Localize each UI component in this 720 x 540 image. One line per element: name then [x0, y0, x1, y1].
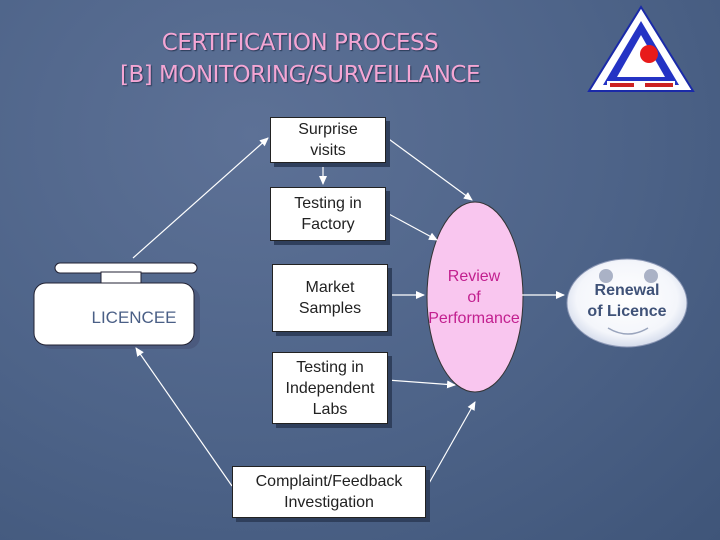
arrow-factory-to-review: [386, 212, 438, 241]
testing-labs-line2: Independent: [285, 379, 375, 397]
testing-factory-line1: Testing in: [294, 195, 362, 212]
slide-title-line2: [B] MONITORING/SURVEILLANCE: [119, 62, 481, 88]
review-line1: Review: [447, 267, 501, 285]
surprise-visits-line2: visits: [310, 142, 346, 159]
licencee-shape: [33, 262, 200, 349]
review-ellipse: [426, 201, 524, 393]
testing-factory-line2: Factory: [301, 216, 355, 233]
renewal-line2: of Licence: [587, 303, 667, 320]
arrow-complaint-to-review: [427, 401, 476, 486]
market-samples-line1: Market: [305, 279, 355, 296]
arrow-surprise-to-review: [385, 136, 473, 201]
complaint-line1: Complaint/Feedback: [255, 473, 403, 490]
bis-logo-icon: [587, 5, 695, 92]
surprise-visits-line1: Surprise: [298, 121, 358, 138]
complaint-line2: Investigation: [284, 494, 374, 511]
testing-factory-box: Testing in Factory: [270, 187, 386, 241]
surprise-visits-box: Surprise visits: [270, 117, 386, 163]
arrow-complaint-to-licencee: [135, 347, 233, 487]
arrow-labs-to-review: [386, 379, 456, 389]
review-line3: Performance: [428, 309, 520, 327]
renewal-shape: [566, 258, 688, 348]
testing-labs-line1: Testing in: [296, 358, 364, 376]
arrow-licencee-to-surprise: [132, 137, 269, 259]
testing-labs-box: Testing in Independent Labs: [272, 352, 388, 424]
renewal-line1: Renewal: [594, 282, 660, 299]
testing-labs-line3: Labs: [312, 400, 348, 418]
market-samples-line2: Samples: [298, 300, 362, 317]
review-label: Review of Performance: [427, 202, 521, 392]
slide-title-line1: CERTIFICATION PROCESS: [161, 30, 439, 56]
market-samples-box: Market Samples: [272, 264, 388, 332]
renewal-label: Renewal of Licence: [568, 258, 686, 344]
licencee-label: LICENCEE: [91, 308, 177, 327]
complaint-box: Complaint/Feedback Investigation: [232, 466, 426, 518]
review-line2: of: [467, 288, 481, 306]
